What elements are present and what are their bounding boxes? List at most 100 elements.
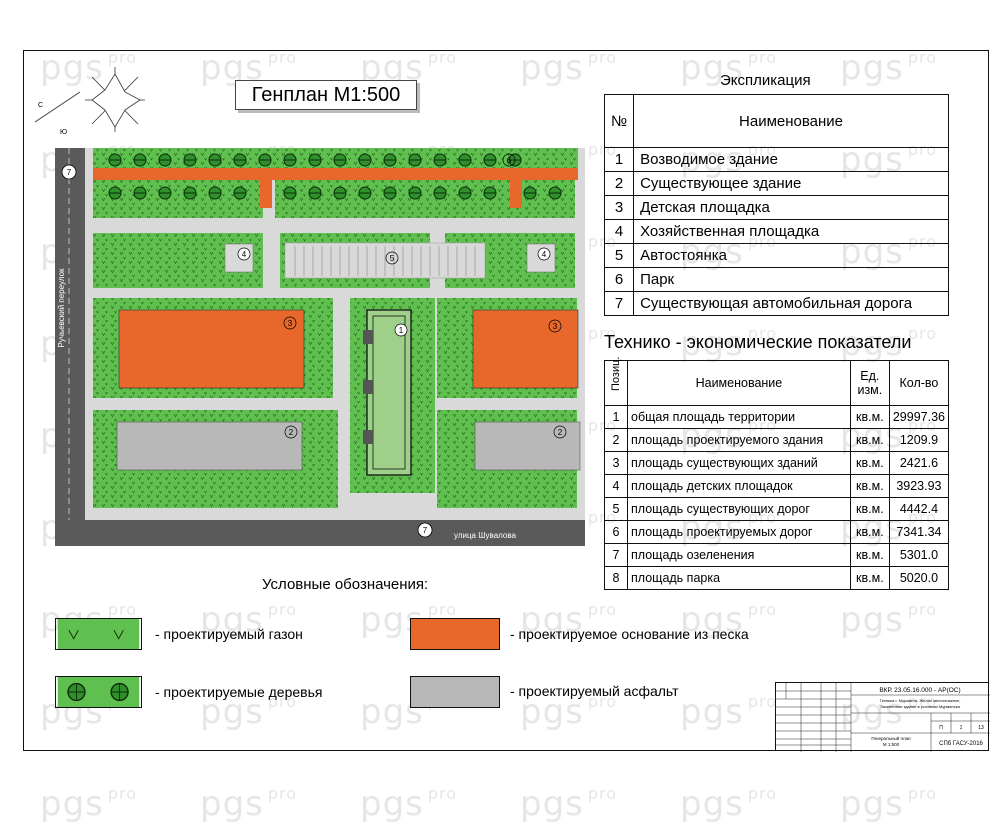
explication-num: 4 [603,219,635,244]
tep-cell-qty: 2421.6 [888,451,950,475]
marker-7-left: 7 [67,168,72,177]
stamp-sheets: 13 [978,725,984,731]
tep-cell-unit: кв.м. [849,543,890,567]
stamp-org: СПб ГАСУ-2016 [939,741,983,747]
marker-4-left: 4 [242,250,247,259]
marker-6: 6 [507,156,512,165]
compass-south-label: Ю [60,129,67,136]
tep-header-unit: Ед. изм. [849,360,890,406]
tep-title: Технико - экономические показатели [604,332,912,352]
street-bottom-label: улица Шувалова [454,531,517,540]
legend-sand-label: - проектируемое основание из песка [510,626,749,642]
stamp-stage: П [939,725,943,731]
stamp-code: ВКР. 23.05.16.000 - АР(ОС) [879,687,960,694]
tep-header-pos: Позиц. [604,357,628,406]
legend-trees-swatch [55,676,142,708]
explication-title: Экспликация [720,72,811,89]
explication-name: Детская площадка [633,195,949,220]
compass-rose-icon: С Ю [34,67,145,136]
tep-cell-qty: 5020.0 [888,566,950,590]
stamp-line2: Заселенное здание в условиях Мурманска [880,704,960,709]
tep-cell-name: площадь существующих дорог [627,497,851,521]
explication-header-num: № [603,94,635,148]
tep-header-qty: Кол-во [888,360,950,406]
stamp-line1: Техника г. Мурманск. Жилое многоэтажное, [880,698,961,703]
legend-title: Условные обозначения: [262,576,429,593]
page-title: Генплан М1:500 [235,80,417,110]
marker-1: 1 [399,326,404,335]
tep-cell-name: площадь озеленения [627,543,851,567]
tep-cell-unit: кв.м. [849,497,890,521]
tep-cell-pos: 4 [604,474,628,498]
stamp-sheet: 1 [960,725,963,731]
tep-cell-pos: 2 [604,428,628,452]
tep-header-row: Позиц. Наименование Ед. изм. Кол-во [604,357,950,406]
road-left [55,148,85,546]
tep-cell-pos: 8 [604,566,628,590]
explication-num: 7 [603,291,635,316]
playground-left [118,309,305,389]
marker-2-left: 2 [289,428,294,437]
legend-lawn-swatch [55,618,142,650]
tep-cell-qty: 4442.4 [888,497,950,521]
existing-building-left [116,421,303,471]
explication-num: 5 [603,243,635,268]
tep-cell-qty: 3923.93 [888,474,950,498]
legend-trees-label: - проектируемые деревья [155,684,323,700]
tep-cell-pos: 6 [604,520,628,544]
explication-header-name: Наименование [633,94,949,148]
tep-cell-unit: кв.м. [849,520,890,544]
tep-cell-name: площадь проектируемого здания [627,428,851,452]
stamp-scale: М 1:500 [883,742,900,747]
new-building [366,309,412,476]
tep-cell-qty: 7341.34 [888,520,950,544]
explication-name: Возводимое здание [633,147,949,172]
legend-sand-swatch [410,618,500,650]
tep-cell-pos: 7 [604,543,628,567]
tep-cell-unit: кв.м. [849,428,890,452]
tep-cell-name: общая площадь территории [627,405,851,429]
marker-7-bottom: 7 [423,526,428,535]
street-left-label: Ручьевский переулок [57,268,66,348]
explication-name: Хозяйственная площадка [633,219,949,244]
explication-name: Парк [633,267,949,292]
tep-cell-qty: 1209.9 [888,428,950,452]
tep-cell-unit: кв.м. [849,474,890,498]
explication-num: 3 [603,195,635,220]
explication-name: Существующая автомобильная дорога [633,291,949,316]
stamp-sheet-name: Генеральный план [871,735,911,741]
tep-cell-name: площадь детских площадок [627,474,851,498]
existing-building-right [474,421,581,471]
tep-cell-pos: 5 [604,497,628,521]
playground-right [472,309,579,389]
marker-3-right: 3 [553,322,558,331]
tep-cell-qty: 5301.0 [888,543,950,567]
explication-num: 6 [603,267,635,292]
compass-north-label: С [38,102,43,109]
road-bottom [55,520,585,546]
explication-num: 2 [603,171,635,196]
tep-header-name: Наименование [627,360,851,406]
tep-cell-name: площадь проектируемых дорог [627,520,851,544]
tep-cell-unit: кв.м. [849,566,890,590]
legend-lawn-label: - проектируемый газон [155,626,303,642]
drawing-sheet-frame [23,50,989,751]
marker-2-right: 2 [558,428,563,437]
